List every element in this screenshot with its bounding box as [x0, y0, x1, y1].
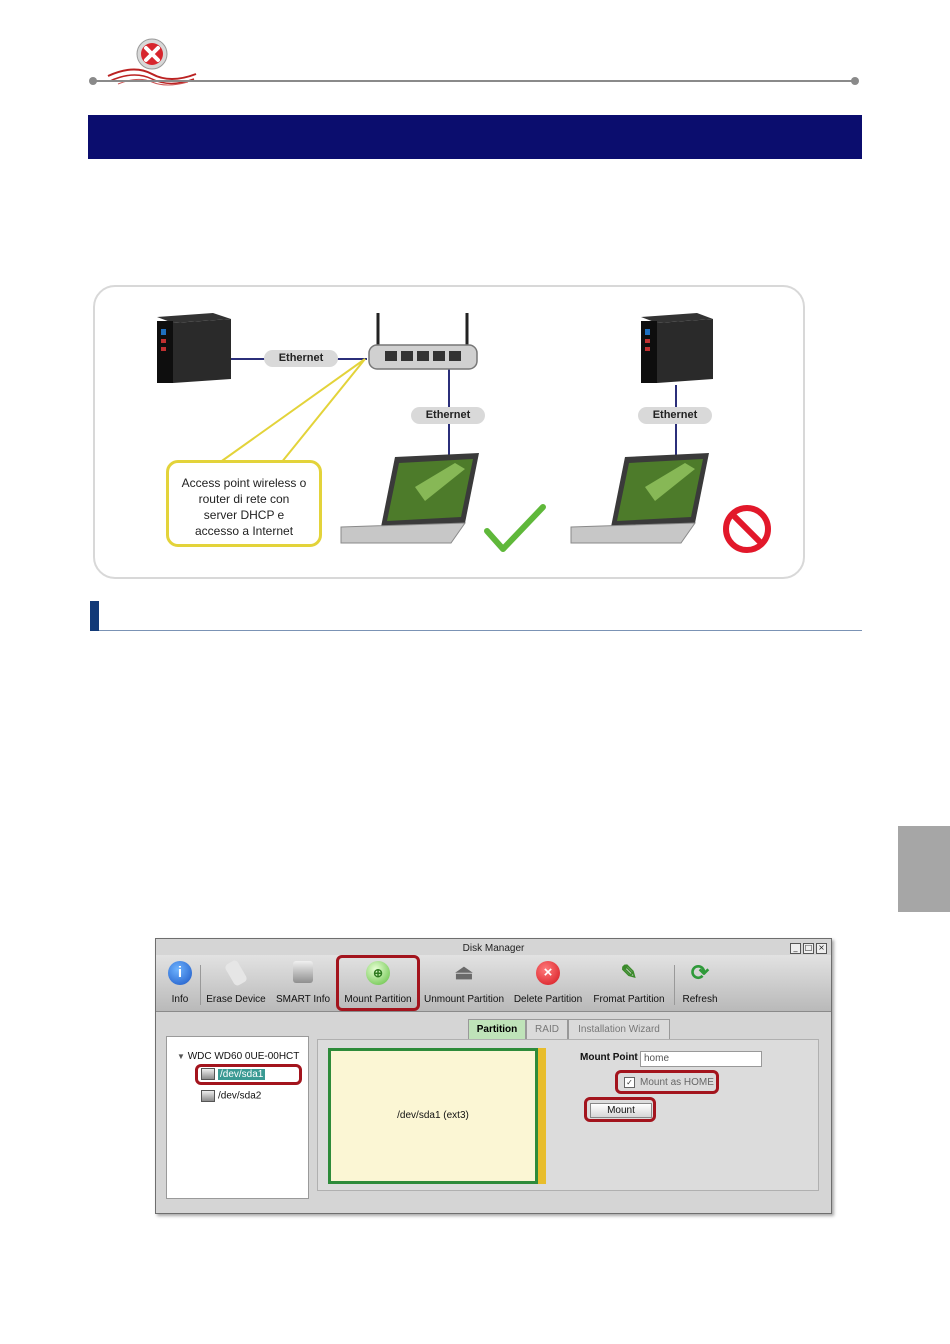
mount-as-home-label: Mount as HOME — [640, 1076, 714, 1088]
pencil-icon: ✎ — [620, 962, 638, 984]
tree-item-sda2-label: /dev/sda2 — [218, 1090, 262, 1102]
callout-line-2: router di rete con — [198, 492, 290, 506]
close-button[interactable]: × — [816, 943, 827, 954]
section-heading-rule — [99, 630, 862, 631]
page-title-bar — [88, 115, 862, 159]
partition-icon — [201, 1068, 215, 1080]
refresh-label: Refresh — [682, 994, 718, 1005]
header-rule-dot-left — [89, 77, 97, 85]
partition-icon — [201, 1090, 215, 1102]
partition-map-free-space — [538, 1048, 546, 1184]
info-label: Info — [171, 994, 189, 1005]
eraser-icon — [223, 959, 249, 987]
tree-item-sda2[interactable]: /dev/sda2 — [201, 1090, 261, 1102]
tree-highlight-sda1 — [195, 1064, 302, 1085]
chapter-side-tab — [898, 826, 950, 912]
laptop-middle-icon — [340, 453, 479, 544]
ethernet-label-middle: Ethernet — [411, 407, 485, 424]
laptop-right-icon — [570, 453, 709, 544]
tree-disk-node[interactable]: ▼ WDC WD60 0UE-00HCT — [177, 1051, 299, 1062]
mount-point-input[interactable]: home — [640, 1051, 762, 1067]
window-title: Disk Manager — [462, 943, 525, 954]
erase-device-button[interactable]: Erase Device — [203, 955, 269, 1011]
unmount-partition-button[interactable]: ⏏ Unmount Partition — [421, 955, 507, 1011]
tab-installation-wizard[interactable]: Installation Wizard — [568, 1019, 670, 1039]
collapse-triangle-icon[interactable]: ▼ — [177, 1052, 185, 1061]
smart-info-label: SMART Info — [275, 994, 331, 1005]
tree-disk-label: WDC WD60 0UE-00HCT — [187, 1051, 300, 1062]
format-partition-button[interactable]: ✎ Fromat Partition — [590, 955, 668, 1011]
mount-icon: ⊕ — [366, 961, 390, 985]
section-heading-marker — [90, 601, 99, 631]
callout-line-4: accesso a Internet — [194, 524, 294, 538]
smart-info-button[interactable]: SMART Info — [273, 955, 333, 1011]
mount-partition-button[interactable]: ⊕ Mount Partition — [336, 955, 420, 1011]
maximize-button[interactable]: □ — [803, 943, 814, 954]
disk-manager-window: Disk Manager _ □ × i Info Erase Device S… — [155, 938, 832, 1214]
device-tree: ▼ WDC WD60 0UE-00HCT /dev/sda1 /dev/sda2 — [166, 1036, 309, 1199]
minimize-button[interactable]: _ — [790, 943, 801, 954]
callout-line-1: Access point wireless o — [181, 476, 307, 490]
ethernet-label-left: Ethernet — [264, 350, 338, 367]
tab-partition[interactable]: Partition — [468, 1019, 526, 1039]
erase-device-label: Erase Device — [206, 994, 266, 1005]
delete-partition-button[interactable]: × Delete Partition — [510, 955, 586, 1011]
callout-pointer — [215, 358, 366, 464]
header-rule — [92, 80, 856, 82]
mount-button[interactable]: Mount — [590, 1103, 652, 1118]
ethernet-label-right: Ethernet — [638, 407, 712, 424]
mount-point-label: Mount Point — [580, 1052, 638, 1063]
checkmark-icon — [484, 504, 546, 552]
partition-map-sda1[interactable]: /dev/sda1 (ext3) — [328, 1048, 538, 1184]
refresh-icon: ⟳ — [690, 960, 710, 985]
eject-icon: ⏏ — [454, 962, 474, 984]
mount-as-home-checkbox[interactable]: ✓ — [624, 1076, 635, 1088]
tab-raid[interactable]: RAID — [526, 1019, 568, 1039]
info-button[interactable]: i Info — [162, 955, 198, 1011]
dhcp-callout: Access point wireless o router di rete c… — [166, 460, 322, 547]
format-partition-label: Fromat Partition — [593, 994, 665, 1005]
mount-as-home-option[interactable]: ✓ Mount as HOME — [615, 1070, 719, 1094]
hard-disk-icon — [293, 961, 313, 983]
callout-line-3: server DHCP e — [203, 508, 285, 522]
partition-panel: /dev/sda1 (ext3) Mount Point home ✓ Moun… — [317, 1039, 819, 1191]
prohibited-icon — [723, 505, 771, 553]
nas-left-icon — [157, 313, 231, 383]
tree-item-sda1-label: /dev/sda1 — [218, 1068, 266, 1080]
toolbar: i Info Erase Device SMART Info ⊕ Mount P… — [156, 955, 831, 1012]
header-rule-dot-right — [851, 77, 859, 85]
mount-button-highlight: Mount — [584, 1097, 656, 1122]
mount-partition-label: Mount Partition — [344, 994, 412, 1005]
brand-logo — [104, 36, 200, 86]
delete-icon: × — [536, 961, 560, 985]
unmount-partition-label: Unmount Partition — [423, 994, 505, 1005]
diagram-drawing — [157, 313, 771, 553]
delete-partition-label: Delete Partition — [513, 994, 583, 1005]
window-controls: _ □ × — [790, 943, 827, 954]
nas-right-icon — [641, 313, 713, 383]
refresh-button[interactable]: ⟳ Refresh — [678, 955, 722, 1011]
tree-item-sda1[interactable]: /dev/sda1 — [201, 1068, 266, 1080]
router-icon — [368, 313, 478, 370]
info-icon: i — [168, 961, 192, 985]
